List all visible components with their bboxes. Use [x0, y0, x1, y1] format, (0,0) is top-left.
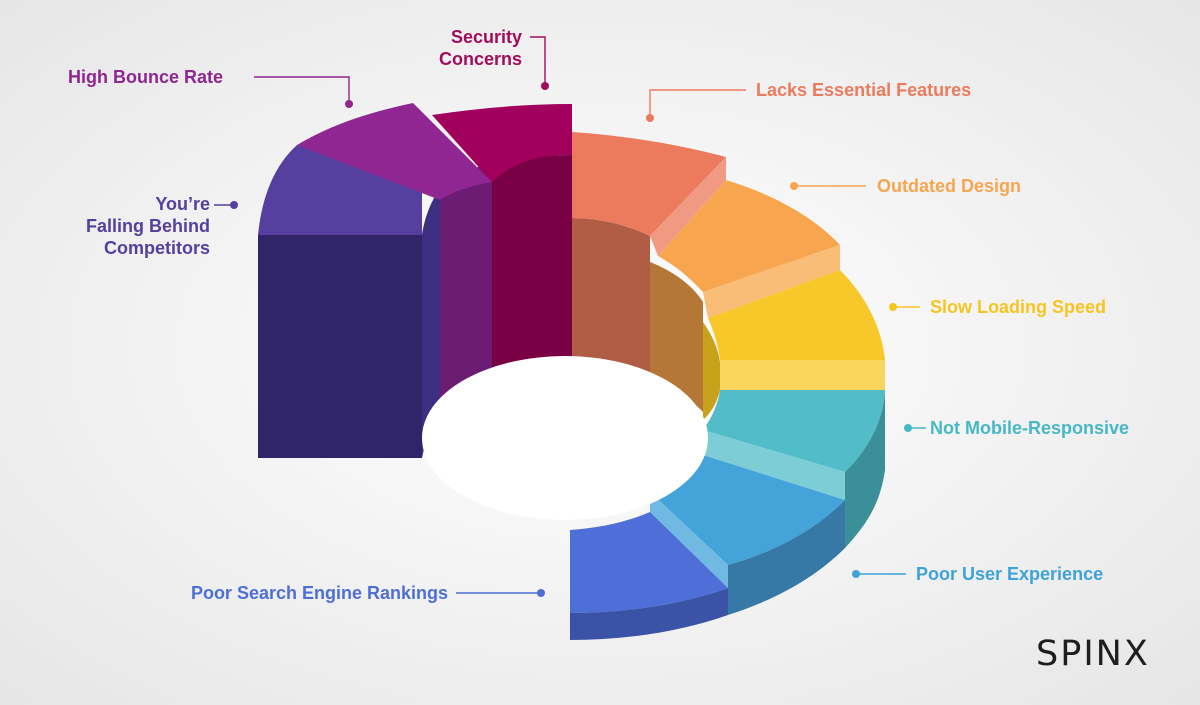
segment-ux: [650, 455, 845, 615]
segment-bounce: [297, 103, 492, 415]
segment-mobile: [703, 390, 885, 548]
center-hole: [422, 356, 708, 520]
label-loading-line-1: Slow Loading Speed: [930, 297, 1107, 317]
segment-security: [432, 104, 572, 378]
label-bounce: High Bounce Rate: [68, 66, 223, 88]
label-competitors-line-2: Falling Behind: [86, 216, 210, 236]
leader-loading: [889, 303, 920, 311]
spinx-logo: SPINX: [1036, 634, 1150, 674]
label-mobile-line-1: Not Mobile-Responsive: [930, 418, 1130, 438]
label-ux-line-1: Poor User Experience: [916, 564, 1104, 584]
label-seo: Poor Search Engine Rankings: [191, 582, 448, 604]
leader-competitors: [214, 201, 238, 209]
leader-outdated: [790, 182, 866, 190]
label-bounce-line-1: High Bounce Rate: [68, 67, 224, 87]
leader-security: [530, 36, 549, 90]
label-security-line-2: Concerns: [438, 49, 522, 69]
label-outdated: Outdated Design: [877, 175, 1021, 197]
label-security-line-1: Security: [450, 27, 522, 47]
label-competitors: You’re Falling Behind Competitors: [86, 193, 210, 259]
segment-seo: [570, 512, 728, 640]
segment-outdated: [650, 180, 840, 412]
leader-lines: [214, 36, 926, 597]
label-loading: Slow Loading Speed: [930, 296, 1106, 318]
label-mobile: Not Mobile-Responsive: [930, 417, 1129, 439]
label-ux: Poor User Experience: [916, 563, 1103, 585]
segment-competitors: [258, 145, 440, 458]
label-seo-line-1: Poor Search Engine Rankings: [190, 583, 448, 603]
leader-features: [646, 89, 746, 122]
segment-loading: [703, 270, 885, 420]
leader-mobile: [904, 424, 926, 432]
label-features: Lacks Essential Features: [756, 79, 971, 101]
label-competitors-line-1: You’re: [155, 194, 210, 214]
label-features-line-1: Lacks Essential Features: [756, 80, 972, 100]
leader-seo: [456, 589, 545, 597]
label-competitors-line-3: Competitors: [103, 238, 210, 258]
segment-features: [572, 132, 726, 378]
label-outdated-line-1: Outdated Design: [877, 176, 1022, 196]
leader-ux: [852, 570, 906, 578]
label-security: Security Concerns: [439, 26, 522, 70]
leader-bounce: [254, 76, 353, 108]
